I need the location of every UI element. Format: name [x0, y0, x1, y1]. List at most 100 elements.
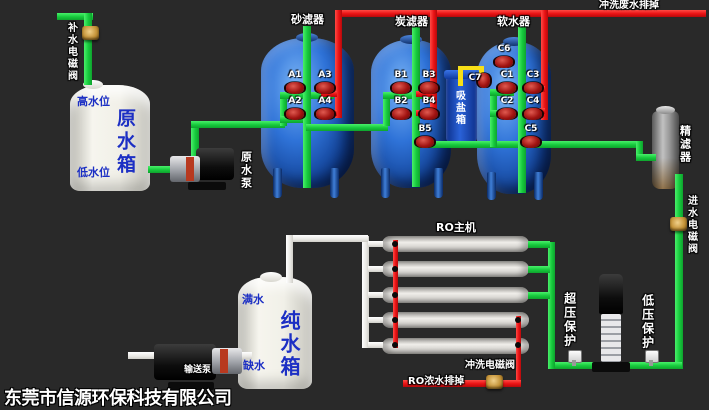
valve-label: C2	[500, 96, 514, 106]
valve-A1	[286, 82, 304, 94]
sample-port-dot	[392, 292, 398, 298]
ro-membrane	[382, 312, 529, 328]
valve-label: C5	[524, 124, 538, 134]
lowpressure-label: 低压保护	[640, 294, 655, 350]
pipe-red	[335, 10, 342, 118]
valve-C6	[495, 56, 513, 68]
pipe-green	[303, 26, 311, 188]
pipe-white	[362, 236, 369, 348]
valve-label: C6	[497, 44, 511, 54]
pump-base	[592, 362, 630, 372]
pipe-red	[321, 91, 337, 97]
raw-tank-label: 原水箱	[113, 108, 136, 177]
salt-box-label: 吸盐箱	[453, 90, 465, 126]
raw-water-tank-cap	[83, 80, 103, 89]
pipe-white	[288, 235, 368, 242]
pump-band	[220, 349, 228, 373]
valve-A2	[286, 108, 304, 120]
valve-label: C7	[468, 73, 482, 83]
pump-motor	[154, 344, 216, 380]
pipe-red	[403, 380, 521, 387]
company-name: 东莞市信源环保科技有限公司	[4, 388, 232, 409]
sample-port-dot	[392, 317, 398, 323]
pipe-green	[57, 13, 93, 20]
valve-label: A1	[288, 70, 302, 80]
ro-unit-label: RO主机	[436, 221, 476, 234]
pipe-green	[383, 92, 435, 99]
pipe-green	[84, 13, 92, 85]
valve-label: B2	[394, 96, 408, 106]
pipe-green	[383, 94, 390, 126]
delivery-pump	[148, 338, 244, 390]
valve-C3	[524, 82, 542, 94]
valve-C7	[478, 73, 490, 88]
pipe-green	[306, 124, 388, 131]
valve-C4	[524, 108, 542, 120]
low-water-label: 缺水	[243, 359, 265, 372]
pipe-red	[516, 316, 521, 386]
pipe-white	[368, 266, 383, 272]
lowpressure-sensor-stem	[649, 360, 653, 366]
pipe-green	[548, 242, 555, 369]
valve-label: C1	[500, 70, 514, 80]
valve-label: A3	[318, 70, 332, 80]
ro-drain-label: RO浓水排掉	[408, 376, 465, 387]
raw-water-tank	[70, 85, 150, 191]
inlet-valve-label: 进水电磁阀	[685, 195, 697, 255]
valve-A3	[316, 82, 334, 94]
pump-motor	[599, 274, 623, 314]
overpressure-label: 超压保护	[562, 292, 577, 348]
valve-label: C3	[526, 70, 540, 80]
pipe-green	[636, 154, 656, 161]
inlet-solenoid-valve	[670, 217, 687, 231]
low-level-label: 低水位	[77, 166, 110, 179]
pump-motor	[196, 148, 234, 180]
pipe-green	[518, 27, 526, 193]
wire-yellow	[458, 66, 463, 86]
softener-cap	[503, 37, 525, 46]
replenish-valve-label: 补水电磁阀	[65, 22, 77, 82]
pipe-red	[541, 10, 548, 120]
sample-port-dot	[392, 342, 398, 348]
valve-C1	[498, 82, 516, 94]
pump-base	[168, 382, 214, 390]
softener-leg	[487, 172, 496, 200]
carbon-filter-cap	[400, 35, 422, 44]
carbon-filter-leg	[381, 168, 390, 198]
sample-port-dot	[515, 317, 521, 323]
pipe-green	[675, 174, 683, 369]
pipe-green	[528, 292, 550, 299]
fine-filter-cap	[656, 106, 675, 114]
valve-B4	[420, 108, 438, 120]
pipe-green	[191, 126, 199, 168]
pump-column	[601, 314, 621, 362]
valve-label: B5	[418, 124, 432, 134]
valve-label: B3	[422, 70, 436, 80]
pipe-red	[430, 10, 437, 118]
sample-port-dot	[392, 266, 398, 272]
carbon-filter-leg	[434, 168, 443, 198]
pipe-green	[412, 27, 420, 187]
carbon-filter-label: 炭滤器	[395, 15, 428, 28]
pipe-green	[280, 94, 287, 126]
pipe-green	[528, 266, 550, 273]
sand-filter-leg	[330, 168, 339, 198]
ro-membrane	[382, 287, 529, 303]
pipe-white	[368, 241, 383, 247]
high-level-label: 高水位	[77, 95, 110, 108]
high-pressure-pump	[592, 274, 630, 376]
pump-band	[186, 157, 194, 181]
sample-port-dot	[392, 241, 398, 247]
full-water-label: 满水	[242, 293, 264, 306]
pipe-red	[335, 10, 706, 17]
pipe-white	[368, 292, 383, 298]
sand-filter-label: 砂滤器	[291, 13, 324, 26]
ro-membrane	[382, 338, 529, 354]
pump-base	[188, 182, 226, 190]
pipe-white	[368, 317, 383, 323]
fine-filter	[652, 111, 679, 189]
sand-filter-leg	[273, 168, 282, 198]
overpressure-sensor-stem	[572, 360, 576, 366]
valve-label: A2	[288, 96, 302, 106]
